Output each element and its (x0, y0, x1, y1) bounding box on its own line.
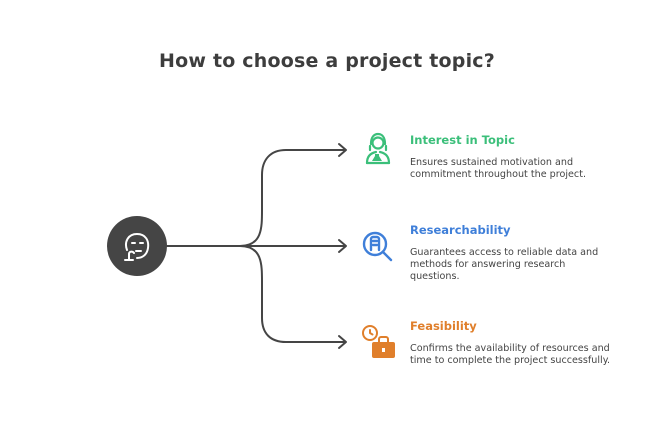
magnifier-document-icon (362, 231, 393, 262)
diagram-title: How to choose a project topic? (159, 50, 495, 72)
connector-branch-top (239, 149, 345, 247)
thinking-face-icon (124, 233, 150, 261)
item-description-feasibility: Confirms the availability of resources a… (410, 343, 611, 366)
arrow-head-bottom (338, 335, 347, 349)
arrow-head-middle (338, 239, 347, 253)
item-title-researchability: Researchability (410, 223, 511, 237)
item-description-researchability: Guarantees access to reliable data and m… (410, 247, 599, 282)
clock-briefcase-icon (362, 325, 395, 358)
connector-branch-bottom (239, 245, 345, 343)
central-hub (107, 216, 167, 276)
arrow-head-top (338, 143, 347, 157)
item-description-interest: Ensures sustained motivation and commitm… (410, 157, 586, 180)
person-with-flask-icon (365, 132, 391, 165)
item-title-interest: Interest in Topic (410, 133, 515, 147)
item-title-feasibility: Feasibility (410, 319, 477, 333)
